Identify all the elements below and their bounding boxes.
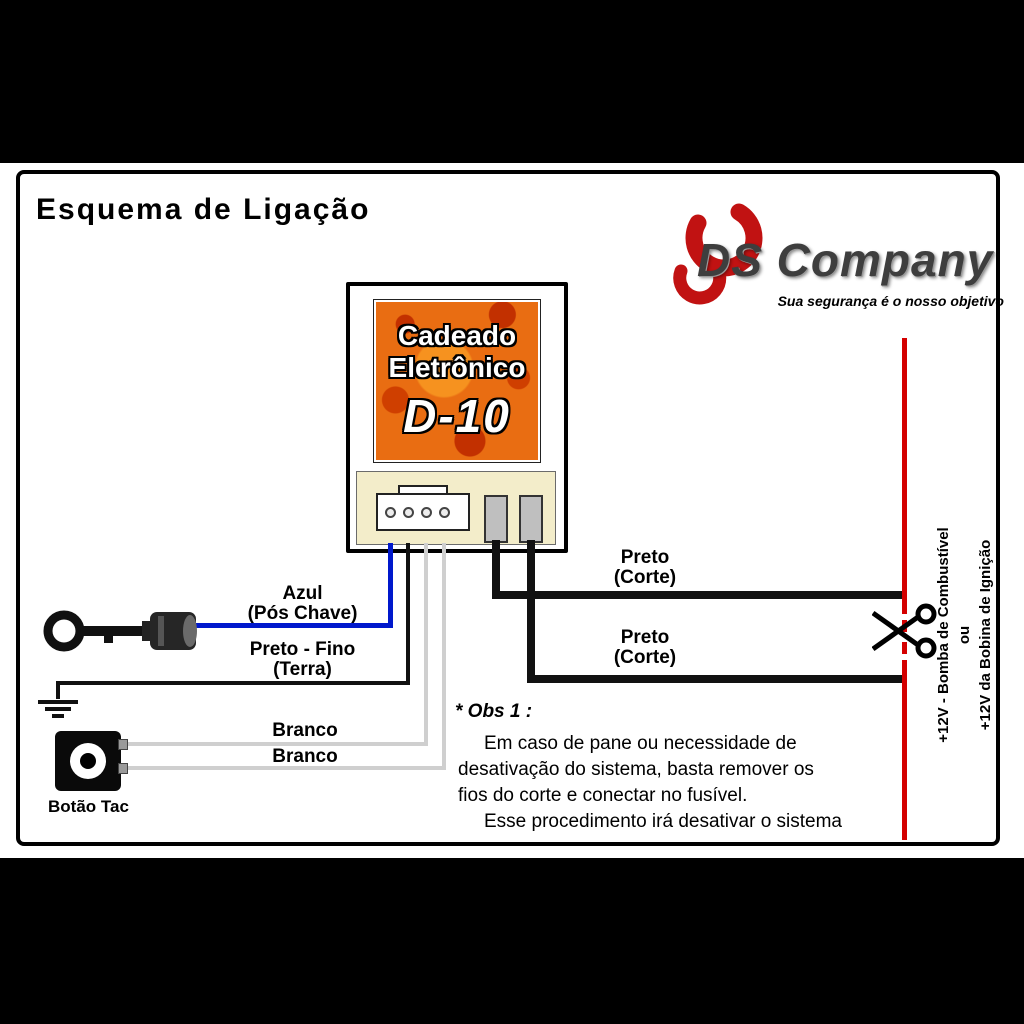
note-heading: * Obs 1 : bbox=[455, 701, 533, 722]
corte-bottom-label: Preto (Corte) bbox=[613, 627, 677, 668]
scissors-icon bbox=[872, 603, 937, 659]
red-12v-line-dash-2 bbox=[902, 642, 907, 654]
blue-wire-vertical bbox=[388, 543, 393, 628]
branco-wire-2-vertical bbox=[442, 543, 446, 770]
connector-pin-4 bbox=[439, 507, 450, 518]
terra-wire-horizontal bbox=[56, 681, 410, 685]
tac-button-terminal-2 bbox=[118, 763, 128, 774]
note-line: fios do corte e conectar no fusível. bbox=[458, 785, 748, 806]
corte-top-label: Preto (Corte) bbox=[613, 547, 677, 588]
tac-button-icon bbox=[55, 731, 121, 791]
corte-wire-top-horizontal bbox=[492, 591, 905, 599]
blue-wire-horizontal bbox=[192, 623, 393, 628]
note-line: Esse procedimento irá desativar o sistem… bbox=[484, 811, 842, 832]
device-label: Cadeado Eletrônico D-10 bbox=[373, 299, 541, 463]
tac-button-label: Botão Tac bbox=[48, 797, 129, 816]
terra-wire-label: Preto - Fino (Terra) bbox=[249, 639, 356, 680]
relay-pin-right bbox=[519, 495, 543, 543]
diagram-frame bbox=[16, 170, 1000, 846]
device-name-line2: Eletrônico bbox=[388, 351, 526, 383]
connector-pin-1 bbox=[385, 507, 396, 518]
corte-wire-bottom-horizontal bbox=[527, 675, 905, 683]
connector-pin-3 bbox=[421, 507, 432, 518]
device-model: D-10 bbox=[403, 390, 511, 443]
plus12v-rotated-label: +12V - Bomba de Combustível ou +12V da B… bbox=[935, 527, 994, 743]
branco-wire-2-horizontal bbox=[126, 766, 446, 770]
azul-wire-label: Azul (Pós Chave) bbox=[247, 583, 358, 624]
note-line: desativação do sistema, basta remover os bbox=[458, 759, 814, 780]
branco-wire-1-label: Branco bbox=[272, 720, 338, 741]
corte-wire-bottom-vertical bbox=[527, 540, 535, 679]
wire-connector bbox=[376, 493, 470, 531]
note-line: Em caso de pane ou necessidade de bbox=[484, 733, 797, 754]
logo-tagline: Sua segurança é o nosso objetivo bbox=[777, 293, 1004, 309]
branco-wire-2-label: Branco bbox=[272, 746, 338, 767]
ds-company-swoosh-icon bbox=[673, 203, 763, 305]
ignition-key-icon bbox=[43, 610, 197, 652]
branco-wire-1-vertical bbox=[424, 543, 428, 746]
device-name-line1: Cadeado bbox=[397, 320, 517, 352]
terra-wire-stub bbox=[56, 681, 60, 699]
corte-wire-top-vertical bbox=[492, 540, 500, 595]
red-12v-line-lower bbox=[902, 660, 907, 840]
terra-wire-vertical bbox=[406, 543, 410, 685]
red-12v-line-upper bbox=[902, 338, 907, 614]
relay-pin-left bbox=[484, 495, 508, 543]
branco-wire-1-horizontal bbox=[126, 742, 428, 746]
connector-pin-2 bbox=[403, 507, 414, 518]
page-title: Esquema de Ligação bbox=[36, 193, 371, 226]
tac-button-terminal-1 bbox=[118, 739, 128, 750]
note-body: Em caso de pane ou necessidade de desati… bbox=[458, 731, 910, 835]
logo-brand-text: DS Company bbox=[697, 234, 994, 286]
